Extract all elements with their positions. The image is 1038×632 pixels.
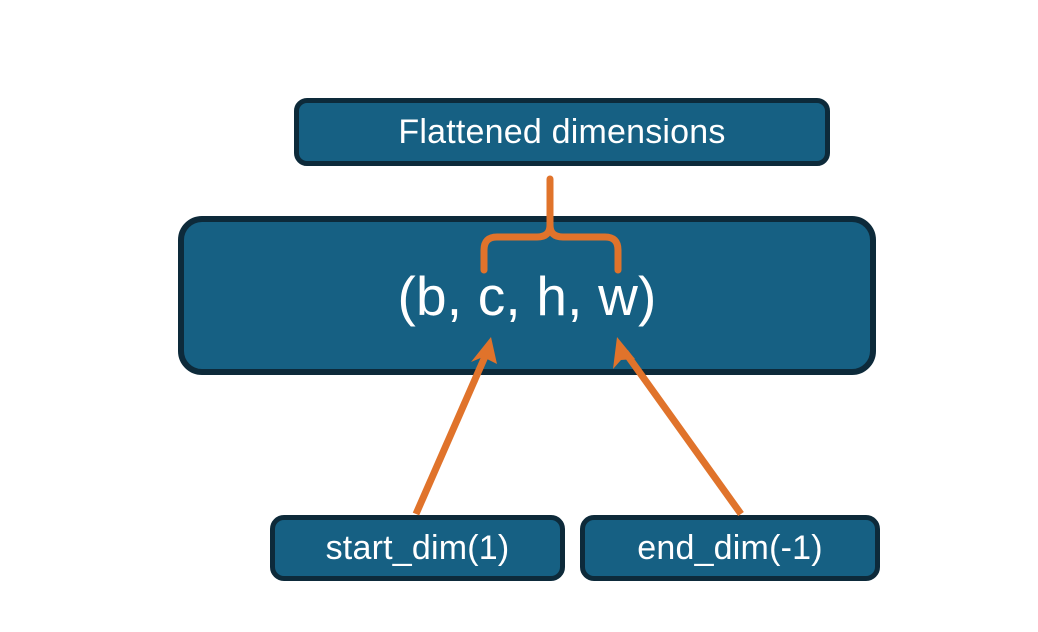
start-dim-box: start_dim(1) <box>270 515 565 581</box>
flattened-dimensions-label: Flattened dimensions <box>398 112 726 151</box>
start-dim-arrow-shaft <box>412 350 491 516</box>
tensor-shape-label: (b, c, h, w) <box>397 264 657 327</box>
tensor-shape-box: (b, c, h, w) <box>178 216 876 375</box>
start-dim-label: start_dim(1) <box>325 528 510 567</box>
flattened-dimensions-box: Flattened dimensions <box>294 98 830 166</box>
end-dim-box: end_dim(-1) <box>580 515 880 581</box>
end-dim-label: end_dim(-1) <box>637 528 823 567</box>
end-dim-arrow-shaft <box>622 349 744 517</box>
